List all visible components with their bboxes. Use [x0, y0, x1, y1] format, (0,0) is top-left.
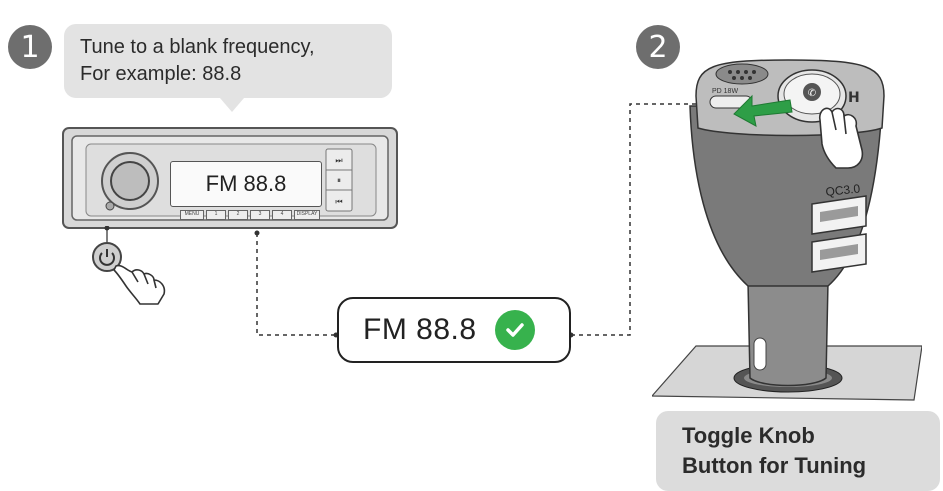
pointing-hand-icon: [113, 264, 166, 305]
preset-menu-button[interactable]: MENU: [180, 210, 204, 220]
preset-buttons: MENU 1 2 3 4 DISPLAY: [180, 210, 320, 220]
svg-text:⏸: ⏸: [337, 176, 341, 185]
instruction-line-1: Tune to a blank frequency,: [80, 36, 315, 58]
svg-text:⏮: ⏮: [335, 197, 342, 206]
svg-text:⏭: ⏭: [335, 156, 342, 165]
left-arrow-icon: [733, 94, 793, 127]
radio-display: FM 88.8: [170, 161, 322, 207]
step-1-badge: 1: [8, 25, 52, 69]
toggle-knob-label: Toggle Knob Button for Tuning: [656, 411, 940, 491]
preset-3-button[interactable]: 3: [250, 210, 270, 220]
preset-2-button[interactable]: 2: [228, 210, 248, 220]
check-icon: [494, 310, 535, 350]
radio-display-text: FM 88.8: [205, 171, 287, 196]
preset-1-button[interactable]: 1: [206, 210, 226, 220]
preset-display-button[interactable]: DISPLAY: [294, 210, 320, 220]
frequency-match-text: FM 88.8: [363, 313, 477, 346]
qc-label: QC3.0: [825, 181, 861, 199]
step-2-number: 2: [648, 29, 668, 65]
toggle-knob-label-line-1: Toggle Knob: [682, 423, 815, 448]
car-radio: ⏭ ⏸ ⏮ FM 88.8 MENU 1 2 3 4 DISPLAY: [62, 127, 398, 229]
power-press-illustration: [92, 226, 166, 305]
instruction-bubble: Tune to a blank frequency, For example: …: [64, 24, 392, 98]
preset-4-button[interactable]: 4: [272, 210, 292, 220]
bubble-tail: [220, 98, 244, 112]
svg-text:H: H: [848, 90, 860, 106]
fm-transmitter-device: PD 18W ✆ H QC3.0: [652, 59, 922, 401]
power-icon: [92, 242, 122, 272]
step-2-badge: 2: [636, 25, 680, 69]
step-1-number: 1: [20, 29, 40, 65]
turning-hand-icon: [818, 107, 864, 169]
instruction-line-2: For example: 88.8: [80, 63, 242, 85]
toggle-knob-label-line-2: Button for Tuning: [682, 453, 867, 478]
call-icon: ✆: [803, 83, 821, 101]
frequency-match-pill: FM 88.8: [337, 297, 571, 363]
port-label: PD 18W: [712, 88, 738, 95]
svg-text:✆: ✆: [808, 88, 816, 99]
